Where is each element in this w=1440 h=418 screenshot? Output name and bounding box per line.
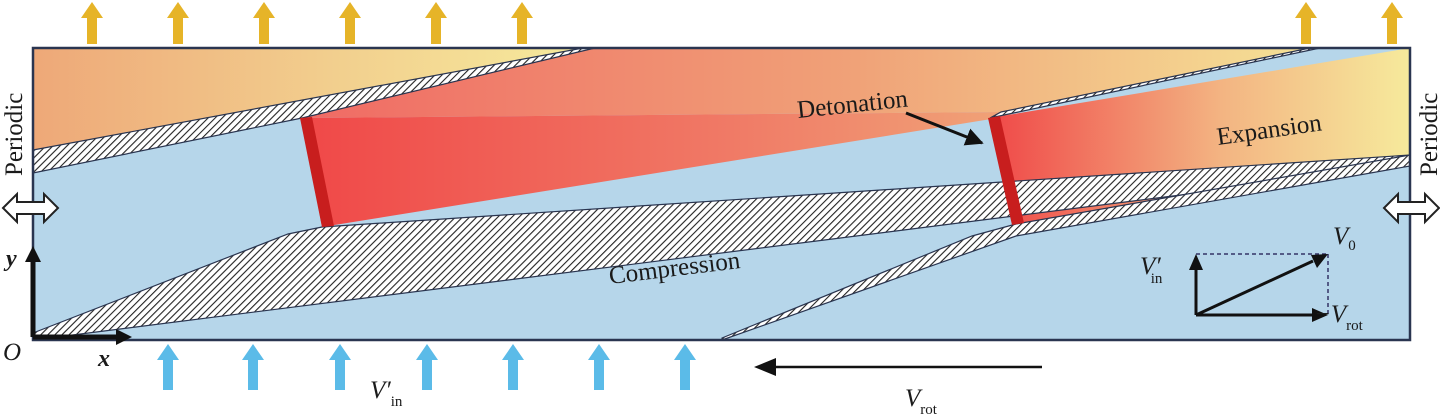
outflow-arrow-icon <box>167 2 189 44</box>
inset-v0-head-icon <box>1311 254 1328 268</box>
inflow-arrows <box>157 344 696 390</box>
inset-v0-arrow <box>1195 259 1314 317</box>
periodic-left-label: Periodic <box>1 93 28 176</box>
x-axis-head-icon <box>116 329 132 345</box>
detonation-front-2 <box>988 116 1024 225</box>
inflow-arrow-icon <box>157 344 179 390</box>
burned-gas-band-upper <box>302 48 1310 118</box>
inflow-arrow-icon <box>674 344 696 390</box>
inflow-arrow-icon <box>242 344 264 390</box>
y-axis-head-icon <box>25 246 41 262</box>
periodic-left-arrow-icon <box>1 191 60 225</box>
periodic-right-label: Periodic <box>1416 93 1440 176</box>
coordinate-axes: O x y <box>3 246 132 372</box>
outflow-arrow-icon <box>1381 2 1403 44</box>
periodic-right-arrow-icon <box>1382 191 1440 225</box>
outflow-arrow-icon <box>511 2 533 44</box>
inflow-arrow-icon <box>588 344 610 390</box>
inflow-arrow-icon <box>502 344 524 390</box>
outflow-arrow-icon <box>253 2 275 44</box>
origin-label: O <box>3 339 21 366</box>
detonation-front-1 <box>300 117 334 227</box>
velocity-triangle-inset: V0 V′in −Vrot <box>1140 223 1364 334</box>
inflow-arrow-icon <box>329 344 351 390</box>
y-axis-label: y <box>3 246 17 272</box>
inset-vin-head-icon <box>1189 254 1203 270</box>
outflow-arrow-icon <box>425 2 447 44</box>
combustor-outline <box>31 46 1412 342</box>
inset-vrot-label: −Vrot <box>1314 301 1364 334</box>
inflow-velocity-label: V′in <box>370 377 403 410</box>
combustor-domain <box>31 46 1412 342</box>
inflow-arrow-icon <box>416 344 438 390</box>
inset-vin-label: V′in <box>1140 253 1163 287</box>
x-axis-label: x <box>97 346 110 372</box>
outflow-arrow-icon <box>339 2 361 44</box>
detonation-pointer-arrow <box>905 111 984 146</box>
outflow-arrows <box>81 2 1403 44</box>
rotation-velocity-head-icon <box>754 358 776 376</box>
outflow-arrow-icon <box>1295 2 1317 44</box>
inset-v0-label: V0 <box>1333 223 1356 254</box>
hot-gas-region-1 <box>302 112 1016 227</box>
outflow-arrow-icon <box>81 2 103 44</box>
inset-vrot-head-icon <box>1312 308 1328 322</box>
rotation-velocity-label: Vrot <box>905 385 938 418</box>
